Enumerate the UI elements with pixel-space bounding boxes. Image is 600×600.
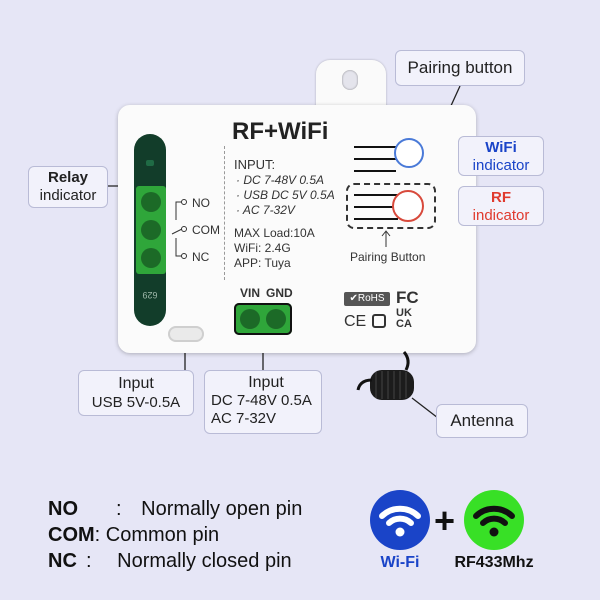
wifi-indicator-title: WiFi xyxy=(485,139,517,156)
rohs-check-icon: ✔ xyxy=(349,293,358,304)
terminal-label-com: COM xyxy=(192,223,220,237)
legend-key-no: NO xyxy=(48,498,78,520)
relay-schematic-symbol xyxy=(171,199,187,259)
antenna xyxy=(356,351,414,400)
fc-mark: FC xyxy=(396,288,419,307)
gnd-label: GND xyxy=(266,286,293,300)
spec-dc: · DC 7-48V 0.5A xyxy=(236,173,325,187)
dc-input-title: Input xyxy=(248,374,284,391)
spec-input-heading: INPUT: xyxy=(234,157,276,172)
ce-mark: CE xyxy=(344,313,367,330)
legend-colon-nc: : xyxy=(86,550,98,572)
wifi-indicator-callout: WiFi indicator xyxy=(458,136,544,176)
rf-indicator-subtitle: indicator xyxy=(472,207,530,224)
usb-input-callout: Input USB 5V-0.5A xyxy=(78,370,194,416)
terminal-label-no: NO xyxy=(192,196,210,210)
indicator-line-5 xyxy=(354,206,398,208)
vin-label: VIN xyxy=(240,286,261,300)
power-terminal-block xyxy=(234,303,292,335)
legend-row-no: NO: Normally open pin xyxy=(48,498,302,521)
mounting-hole xyxy=(342,70,358,90)
terminal-label-nc: NC xyxy=(192,250,210,264)
indicator-line-6 xyxy=(354,218,398,220)
wifi-logo-label: Wi-Fi xyxy=(380,554,420,571)
wifi-indicator-subtitle: indicator xyxy=(472,157,530,174)
legend-colon-no: : xyxy=(116,498,128,520)
spec-wifi: WiFi: 2.4G xyxy=(234,241,291,255)
pairing-arrow xyxy=(381,230,391,247)
indicator-line-2 xyxy=(354,158,396,160)
wifi-indicator-led xyxy=(394,138,424,168)
rf-indicator-callout: RF indicator xyxy=(458,186,544,226)
spec-app: APP: Tuya xyxy=(234,256,291,270)
spec-ac: · AC 7-32V xyxy=(236,203,295,217)
relay-indicator-callout: Relay indicator xyxy=(28,166,108,208)
pcb-code: 629 xyxy=(142,290,158,300)
antenna-callout: Antenna xyxy=(436,404,528,438)
power-screw-vin xyxy=(240,309,260,329)
spec-usb: · USB DC 5V 0.5A xyxy=(236,188,335,202)
legend-row-com: COM: Common pin xyxy=(48,524,219,547)
dc-input-spec-ac: AC 7-32V xyxy=(211,410,277,427)
legend-key-com: COM xyxy=(48,524,95,546)
relay-terminal-block xyxy=(136,186,166,274)
rf-logo-label: RF433Mhz xyxy=(454,554,534,571)
device-title: RF+WiFi xyxy=(232,118,329,145)
ukca-mark: UK CA xyxy=(396,307,412,330)
device-divider xyxy=(224,146,225,280)
dc-input-callout: Input DC 7-48V 0.5A AC 7-32V xyxy=(204,370,322,434)
power-screw-gnd xyxy=(266,309,286,329)
rf-pairing-button[interactable] xyxy=(392,190,424,222)
rf-logo-icon xyxy=(464,490,524,550)
legend-colon-com: : xyxy=(94,524,106,546)
ukca-cube-icon xyxy=(372,314,386,328)
relay-indicator-subtitle: indicator xyxy=(39,187,97,204)
relay-indicator-title: Relay xyxy=(47,169,89,186)
usb-input-title: Input xyxy=(118,375,154,392)
plus-sign: + xyxy=(434,500,456,541)
usb-input-spec: USB 5V-0.5A xyxy=(91,394,181,411)
rohs-mark: ✔RoHS xyxy=(344,292,390,306)
spec-max-load: MAX Load:10A xyxy=(234,226,315,240)
relay-indicator-led xyxy=(146,160,154,166)
terminal-screw-com xyxy=(141,220,161,240)
terminal-screw-no xyxy=(141,192,161,212)
wifi-logo-icon xyxy=(370,490,430,550)
legend-text-no: Normally open pin xyxy=(141,498,303,520)
dc-input-spec-dc: DC 7-48V 0.5A xyxy=(211,392,312,409)
indicator-line-3 xyxy=(354,170,396,172)
pairing-button-callout: Pairing button xyxy=(395,50,525,86)
legend-row-nc: NC: Normally closed pin xyxy=(48,550,292,573)
legend-text-com: Common pin xyxy=(105,524,220,546)
pairing-button-frame xyxy=(346,183,436,229)
legend-key-nc: NC xyxy=(48,550,77,572)
indicator-line-4 xyxy=(354,194,398,196)
rf-indicator-title: RF xyxy=(491,189,511,206)
indicator-line-1 xyxy=(354,146,396,148)
terminal-screw-nc xyxy=(141,248,161,268)
pairing-button-device-label: Pairing Button xyxy=(350,250,426,264)
legend-text-nc: Normally closed pin xyxy=(117,550,292,572)
usb-c-port xyxy=(168,326,204,342)
